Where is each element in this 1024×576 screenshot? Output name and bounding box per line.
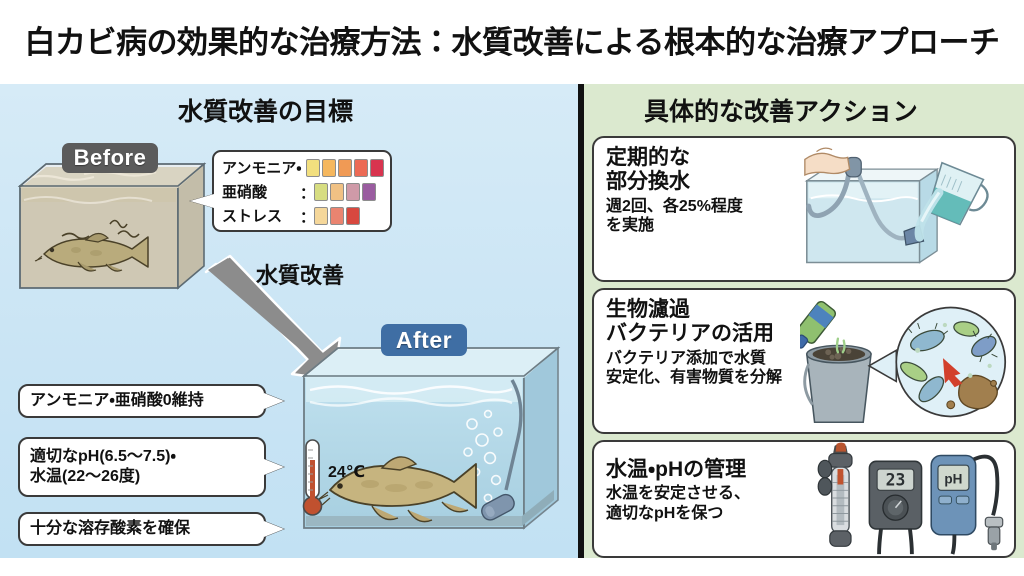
title-bar: 白カビ病の効果的な治療方法：水質改善による根本的な治療アプローチ: [0, 0, 1024, 84]
callout-dissolved-oxygen: 十分な溶存酸素を確保: [18, 512, 284, 546]
card-title: 定期的な 部分換水: [606, 146, 690, 194]
card-title: 水温・pHの管理: [606, 458, 747, 481]
action-card-temperature-ph: 水温・pHの管理 水温を安定させる、 適切なpHを保つ: [592, 440, 1016, 558]
card-body: 水温を安定させる、 適切なpHを保つ: [606, 485, 751, 522]
strip-row-swatches: [314, 183, 376, 201]
bacteria-illustration: [800, 300, 1007, 424]
water-change-illustration: [804, 147, 989, 264]
color-swatch: [346, 183, 360, 201]
temperature-controller-icon: 23: [868, 460, 923, 555]
after-badge: After: [381, 324, 467, 356]
callout-ammonia-nitrite: アンモニア・亜硝酸0維持: [18, 384, 284, 418]
color-swatch: [306, 159, 320, 177]
strip-row-colon: ：: [300, 184, 316, 202]
bottom-white-strip: [0, 558, 1024, 576]
strip-row: ストレス ：: [222, 204, 384, 228]
color-swatch: [346, 207, 360, 225]
card-body: 週2回、各25%程度 を実施: [606, 197, 743, 234]
aquarium-heater-icon: [817, 442, 853, 547]
ph-meter-icon: pH: [930, 454, 1004, 555]
color-swatch: [370, 159, 384, 177]
ph-display-value: pH: [944, 472, 962, 487]
before-badge-label: Before: [73, 145, 147, 170]
card-body: バクテリア添加で水質 安定化、有害物質を分解: [606, 349, 783, 386]
strip-card-pointer: [190, 194, 214, 208]
left-panel-heading: 水質改善の目標: [178, 98, 354, 126]
color-swatch: [354, 159, 368, 177]
panel-divider: [578, 84, 584, 558]
page-title: 白カビ病の効果的な治療方法：水質改善による根本的な治療アプローチ: [24, 24, 1000, 60]
callout-tail: [264, 393, 284, 409]
strip-row-label: ストレス: [222, 207, 283, 225]
right-panel-heading: 具体的な改善アクション: [644, 98, 918, 126]
card-text-block: 水温・pHの管理 水温を安定させる、 適切なpHを保つ: [606, 458, 816, 523]
after-badge-label: After: [395, 326, 453, 353]
card-text-block: 生物濾過 バクテリアの活用 バクテリア添加で水質 安定化、有害物質を分解: [606, 298, 816, 387]
action-card-water-change: 定期的な 部分換水 週2回、各25%程度 を実施: [592, 136, 1016, 282]
strip-row-swatches: [314, 207, 360, 225]
left-panel: Before After 水質改善 24℃: [0, 84, 578, 558]
action-card-biological-filtration: 生物濾過 バクテリアの活用 バクテリア添加で水質 安定化、有害物質を分解: [592, 288, 1016, 434]
callout-tail: [264, 459, 284, 475]
controller-display-value: 23: [886, 470, 906, 489]
color-swatch: [322, 159, 336, 177]
callout-text: アンモニア・亜硝酸0維持: [30, 392, 204, 410]
before-tank-illustration: [17, 162, 207, 290]
strip-row-label: 亜硝酸: [222, 183, 268, 201]
strip-row-label: アンモニア・: [222, 159, 302, 177]
strip-row-swatches: [306, 159, 384, 177]
thermometer-icon: [302, 439, 323, 516]
callout-tail: [264, 521, 284, 537]
callout-text: 十分な溶存酸素を確保: [30, 520, 191, 538]
color-swatch: [362, 183, 376, 201]
strip-row: 亜硝酸 ：: [222, 180, 384, 204]
before-badge: Before: [62, 143, 158, 173]
after-tank-illustration: [301, 346, 561, 530]
color-swatch: [330, 207, 344, 225]
card-text-block: 定期的な 部分換水 週2回、各25%程度 を実施: [606, 146, 816, 235]
heater-ph-illustration: 23 pH: [817, 442, 1004, 555]
arrow-label: 水質改善: [256, 263, 345, 288]
water-test-strip-card: アンモニア・ 亜硝酸 ：: [190, 150, 392, 232]
color-swatch: [338, 159, 352, 177]
strip-row: アンモニア・: [222, 156, 384, 180]
color-swatch: [330, 183, 344, 201]
thermometer-group: 24℃: [300, 438, 365, 525]
strip-row-colon: ：: [300, 208, 316, 226]
color-swatch: [314, 207, 328, 225]
card-title: 生物濾過 バクテリアの活用: [606, 298, 774, 346]
temperature-readout: 24℃: [328, 464, 366, 481]
color-swatch: [314, 183, 328, 201]
callout-ph-temperature: 適切なpH(6.5〜7.5)・ 水温(22〜26度): [18, 437, 284, 497]
callout-text: 適切なpH(6.5〜7.5)・ 水温(22〜26度): [30, 448, 176, 485]
